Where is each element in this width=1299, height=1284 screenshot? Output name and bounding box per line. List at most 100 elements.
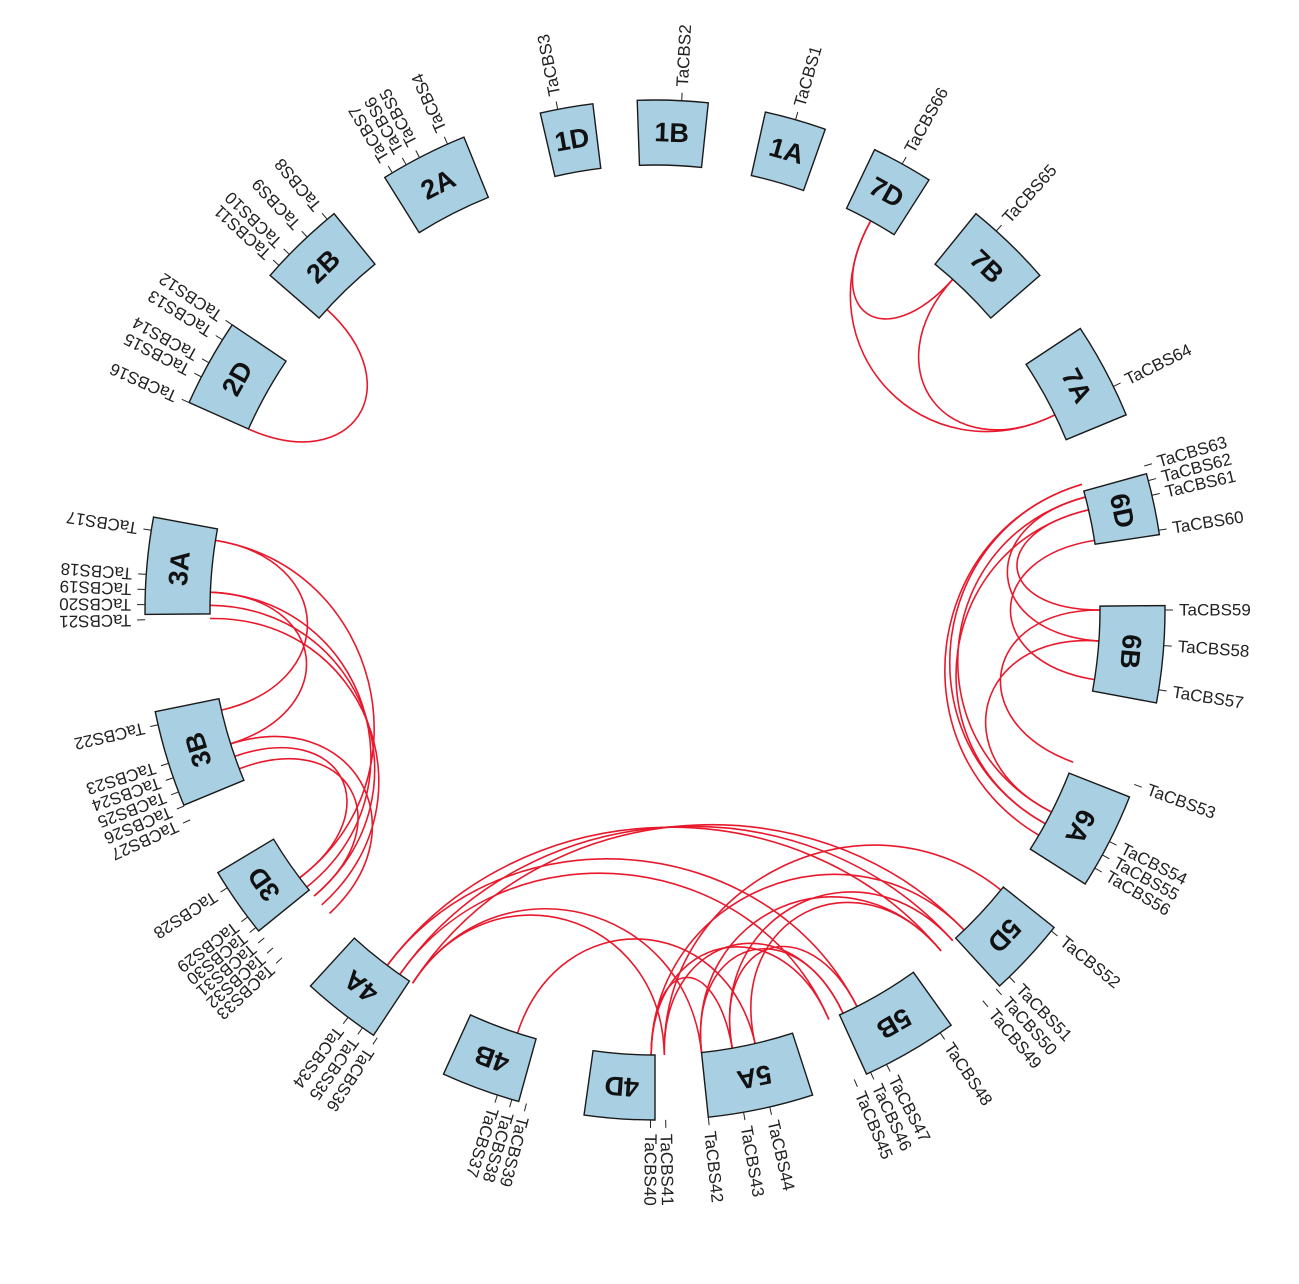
gene-label-tacbs66: TaCBS66 [901, 84, 952, 156]
chromosome-1A [750, 111, 827, 192]
gene-tick [321, 212, 328, 220]
synteny-link [984, 639, 1099, 813]
chromosome-label: 1B [654, 117, 690, 148]
synteny-link [411, 823, 965, 984]
synteny-link [215, 539, 375, 879]
synteny-link [1009, 539, 1095, 681]
gene-label-tacbs20: TaCBS20 [59, 594, 131, 614]
synteny-link [699, 947, 844, 1053]
gene-tick [795, 111, 799, 120]
gene-tick [401, 157, 407, 166]
gene-tick [443, 136, 449, 145]
gene-label-tacbs17: TaCBS17 [65, 507, 139, 537]
gene-tick [982, 1000, 989, 1008]
gene-label-tacbs53: TaCBS53 [1144, 780, 1218, 822]
synteny-link [411, 914, 666, 1055]
chromosome-7A [1025, 327, 1128, 441]
chromosome-label: 3A [163, 550, 196, 587]
gene-tick [182, 819, 191, 824]
gene-tick [1151, 492, 1160, 496]
synteny-link [210, 617, 380, 906]
gene-tick [743, 1112, 746, 1121]
chromosome-3A [144, 516, 219, 616]
gene-tick [181, 398, 190, 404]
chromosome-label: 4D [603, 1070, 640, 1102]
gene-tick [138, 573, 147, 575]
gene-label-tacbs43: TaCBS43 [737, 1124, 768, 1198]
synteny-link [210, 591, 308, 745]
gene-label-tacbs3: TaCBS3 [534, 33, 565, 98]
synteny-link [944, 483, 1083, 836]
gene-label-tacbs60: TaCBS60 [1171, 507, 1245, 537]
gene-tick [555, 101, 559, 110]
gene-tick [165, 777, 174, 781]
gene-tick [1144, 463, 1153, 467]
gene-label-tacbs1: TaCBS1 [790, 44, 825, 109]
synteny-link [663, 844, 1002, 1055]
chromosome-6D [1082, 472, 1161, 546]
gene-label-tacbs65: TaCBS65 [999, 161, 1061, 227]
chromosome-5D [954, 886, 1056, 988]
gene-label-tacbs40: TaCBS40 [640, 1134, 660, 1206]
gene-label-tacbs21: TaCBS21 [59, 611, 131, 631]
gene-tick [995, 988, 1002, 996]
chromosome-label: 6D [1104, 491, 1141, 531]
gene-tick [1158, 528, 1167, 531]
gene-tick [1134, 783, 1142, 788]
gene-tick [387, 165, 393, 174]
gene-tick [215, 335, 223, 341]
gene-tick [886, 1064, 891, 1072]
gene-tick [1163, 645, 1172, 647]
chromosome-6B [1091, 604, 1166, 704]
chromosome-4B [442, 1014, 537, 1103]
gene-tick [509, 1099, 513, 1108]
gene-tick [301, 230, 308, 238]
chromosome-7D [845, 148, 930, 236]
gene-tick [257, 937, 265, 944]
gene-tick [415, 150, 420, 158]
gene-tick [150, 724, 159, 728]
gene-tick [769, 1106, 773, 1115]
gene-tick [1109, 841, 1117, 846]
synteny-link [728, 945, 858, 1049]
gene-tick [249, 927, 257, 933]
gene-tick [357, 1027, 363, 1035]
gene-label-tacbs64: TaCBS64 [1122, 340, 1195, 389]
gene-label-tacbs44: TaCBS44 [764, 1118, 799, 1192]
synteny-link [917, 278, 1056, 431]
gene-label-tacbs41: TaCBS41 [656, 1134, 677, 1206]
synteny-link [248, 308, 368, 443]
chromosome-2A [383, 136, 490, 234]
gene-tick [1008, 976, 1016, 983]
gene-tick [283, 248, 290, 255]
gene-tick [170, 791, 179, 796]
chromosome-4A [309, 937, 411, 1037]
chromosome-label: 5A [734, 1059, 774, 1096]
gene-label-tacbs58: TaCBS58 [1177, 637, 1250, 661]
links-layer [210, 220, 1101, 1055]
gene-label-tacbs52: TaCBS52 [1056, 932, 1124, 992]
chromosome-2D [188, 323, 288, 430]
synteny-link [386, 858, 858, 1007]
gene-tick [275, 957, 283, 964]
chromosome-1D [539, 103, 602, 178]
gene-tick [194, 372, 202, 378]
chromosome-7B [934, 212, 1041, 320]
chromosome-6A [1029, 772, 1131, 885]
synteny-link [750, 901, 942, 1044]
synteny-link [399, 825, 954, 975]
gene-tick [201, 358, 210, 364]
gene-tick [939, 1032, 946, 1040]
synteny-link [650, 873, 965, 1055]
synteny-link [948, 483, 1083, 825]
gene-tick [143, 528, 152, 531]
chromosome-4D [583, 1049, 656, 1121]
synteny-link [215, 539, 309, 711]
gene-label-tacbs22: TaCBS22 [72, 719, 146, 754]
chromosome-label: 6B [1114, 633, 1147, 670]
gene-tick [241, 916, 248, 923]
gene-tick [160, 762, 169, 767]
chromosome-5B [838, 971, 953, 1076]
